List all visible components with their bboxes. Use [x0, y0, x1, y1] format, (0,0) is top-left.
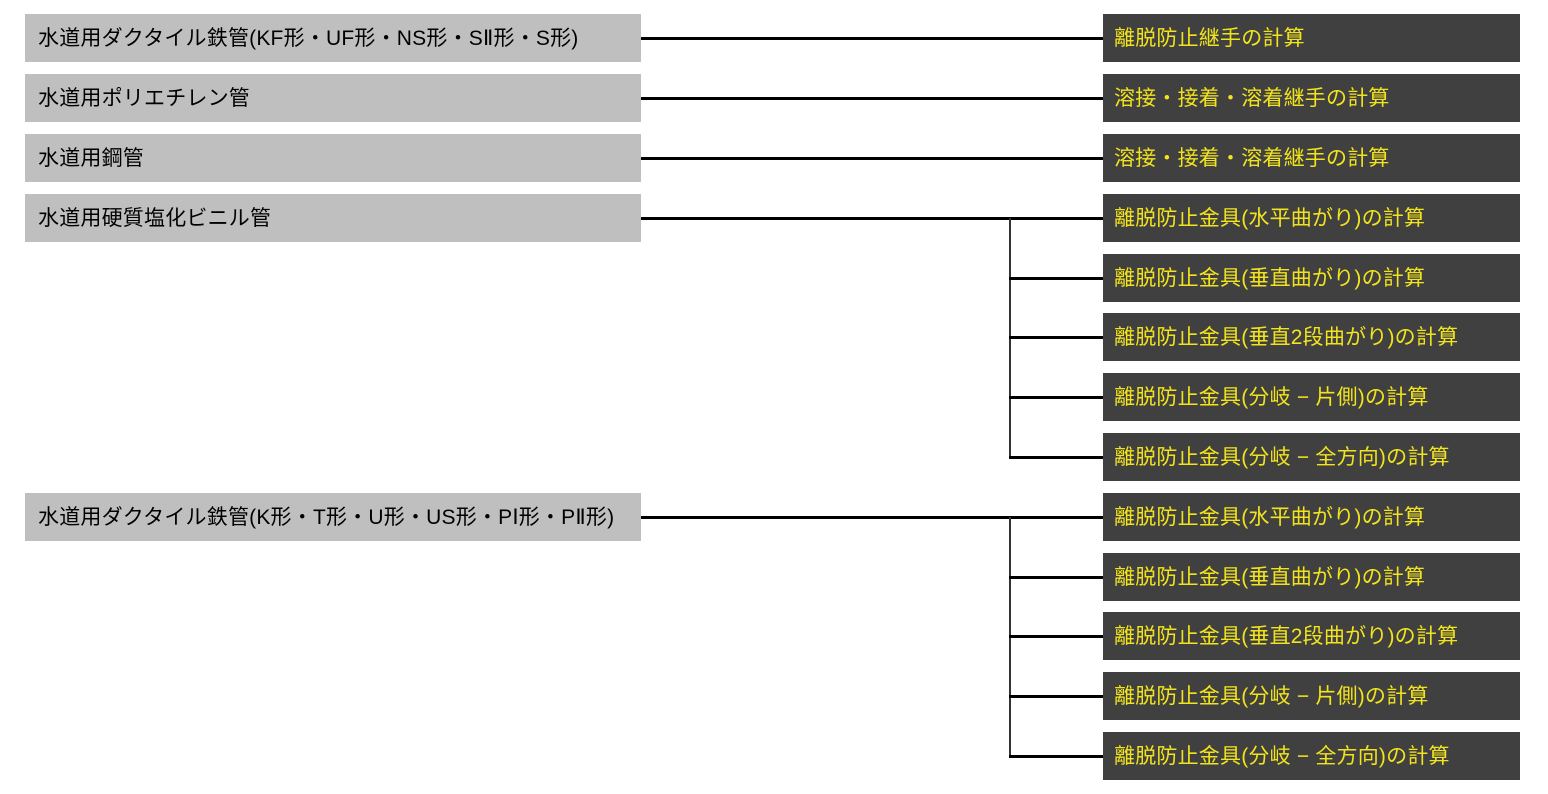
connector-line	[641, 37, 1103, 40]
connector-branch-line	[1009, 695, 1103, 698]
connector-branch-line	[1009, 396, 1103, 399]
calc-box-branch-one-side[interactable]: 離脱防止金具(分岐 − 片側)の計算	[1103, 672, 1520, 720]
pipe-box-ductile-kf-uf-ns: 水道用ダクタイル鉄管(KF形・UF形・NS形・SⅡ形・S形)	[25, 14, 641, 62]
connector-branch-line	[1009, 576, 1103, 579]
calc-box-vertical-2-bend[interactable]: 離脱防止金具(垂直2段曲がり)の計算	[1103, 313, 1520, 361]
calc-box-weld-bond-fusion-joint[interactable]: 溶接・接着・溶着継手の計算	[1103, 134, 1520, 182]
pipe-box-ductile-k-t-u: 水道用ダクタイル鉄管(K形・T形・U形・US形・PⅠ形・PⅡ形)	[25, 493, 641, 541]
calc-box-branch-all-dir[interactable]: 離脱防止金具(分岐 − 全方向)の計算	[1103, 732, 1520, 780]
calc-box-horizontal-bend[interactable]: 離脱防止金具(水平曲がり)の計算	[1103, 194, 1520, 242]
connector-branch-line	[1009, 456, 1103, 459]
pipe-box-pvc: 水道用硬質塩化ビニル管	[25, 194, 641, 242]
pipe-box-polyethylene: 水道用ポリエチレン管	[25, 74, 641, 122]
connector-branch-line	[1009, 755, 1103, 758]
calc-box-branch-one-side[interactable]: 離脱防止金具(分岐 − 片側)の計算	[1103, 373, 1520, 421]
connector-line	[641, 157, 1103, 160]
calc-box-horizontal-bend[interactable]: 離脱防止金具(水平曲がり)の計算	[1103, 493, 1520, 541]
connector-trunk-line	[641, 516, 1103, 519]
calc-box-branch-all-dir[interactable]: 離脱防止金具(分岐 − 全方向)の計算	[1103, 433, 1520, 481]
calc-box-vertical-2-bend[interactable]: 離脱防止金具(垂直2段曲がり)の計算	[1103, 612, 1520, 660]
connector-branch-line	[1009, 336, 1103, 339]
connector-branch-line	[1009, 635, 1103, 638]
connector-trunk-line	[641, 217, 1103, 220]
calc-box-weld-bond-fusion-joint[interactable]: 溶接・接着・溶着継手の計算	[1103, 74, 1520, 122]
connector-branch-line	[1009, 277, 1103, 280]
calc-box-vertical-bend[interactable]: 離脱防止金具(垂直曲がり)の計算	[1103, 553, 1520, 601]
connector-line	[641, 97, 1103, 100]
calc-box-separation-joint[interactable]: 離脱防止継手の計算	[1103, 14, 1520, 62]
calc-box-vertical-bend[interactable]: 離脱防止金具(垂直曲がり)の計算	[1103, 254, 1520, 302]
pipe-box-steel: 水道用鋼管	[25, 134, 641, 182]
